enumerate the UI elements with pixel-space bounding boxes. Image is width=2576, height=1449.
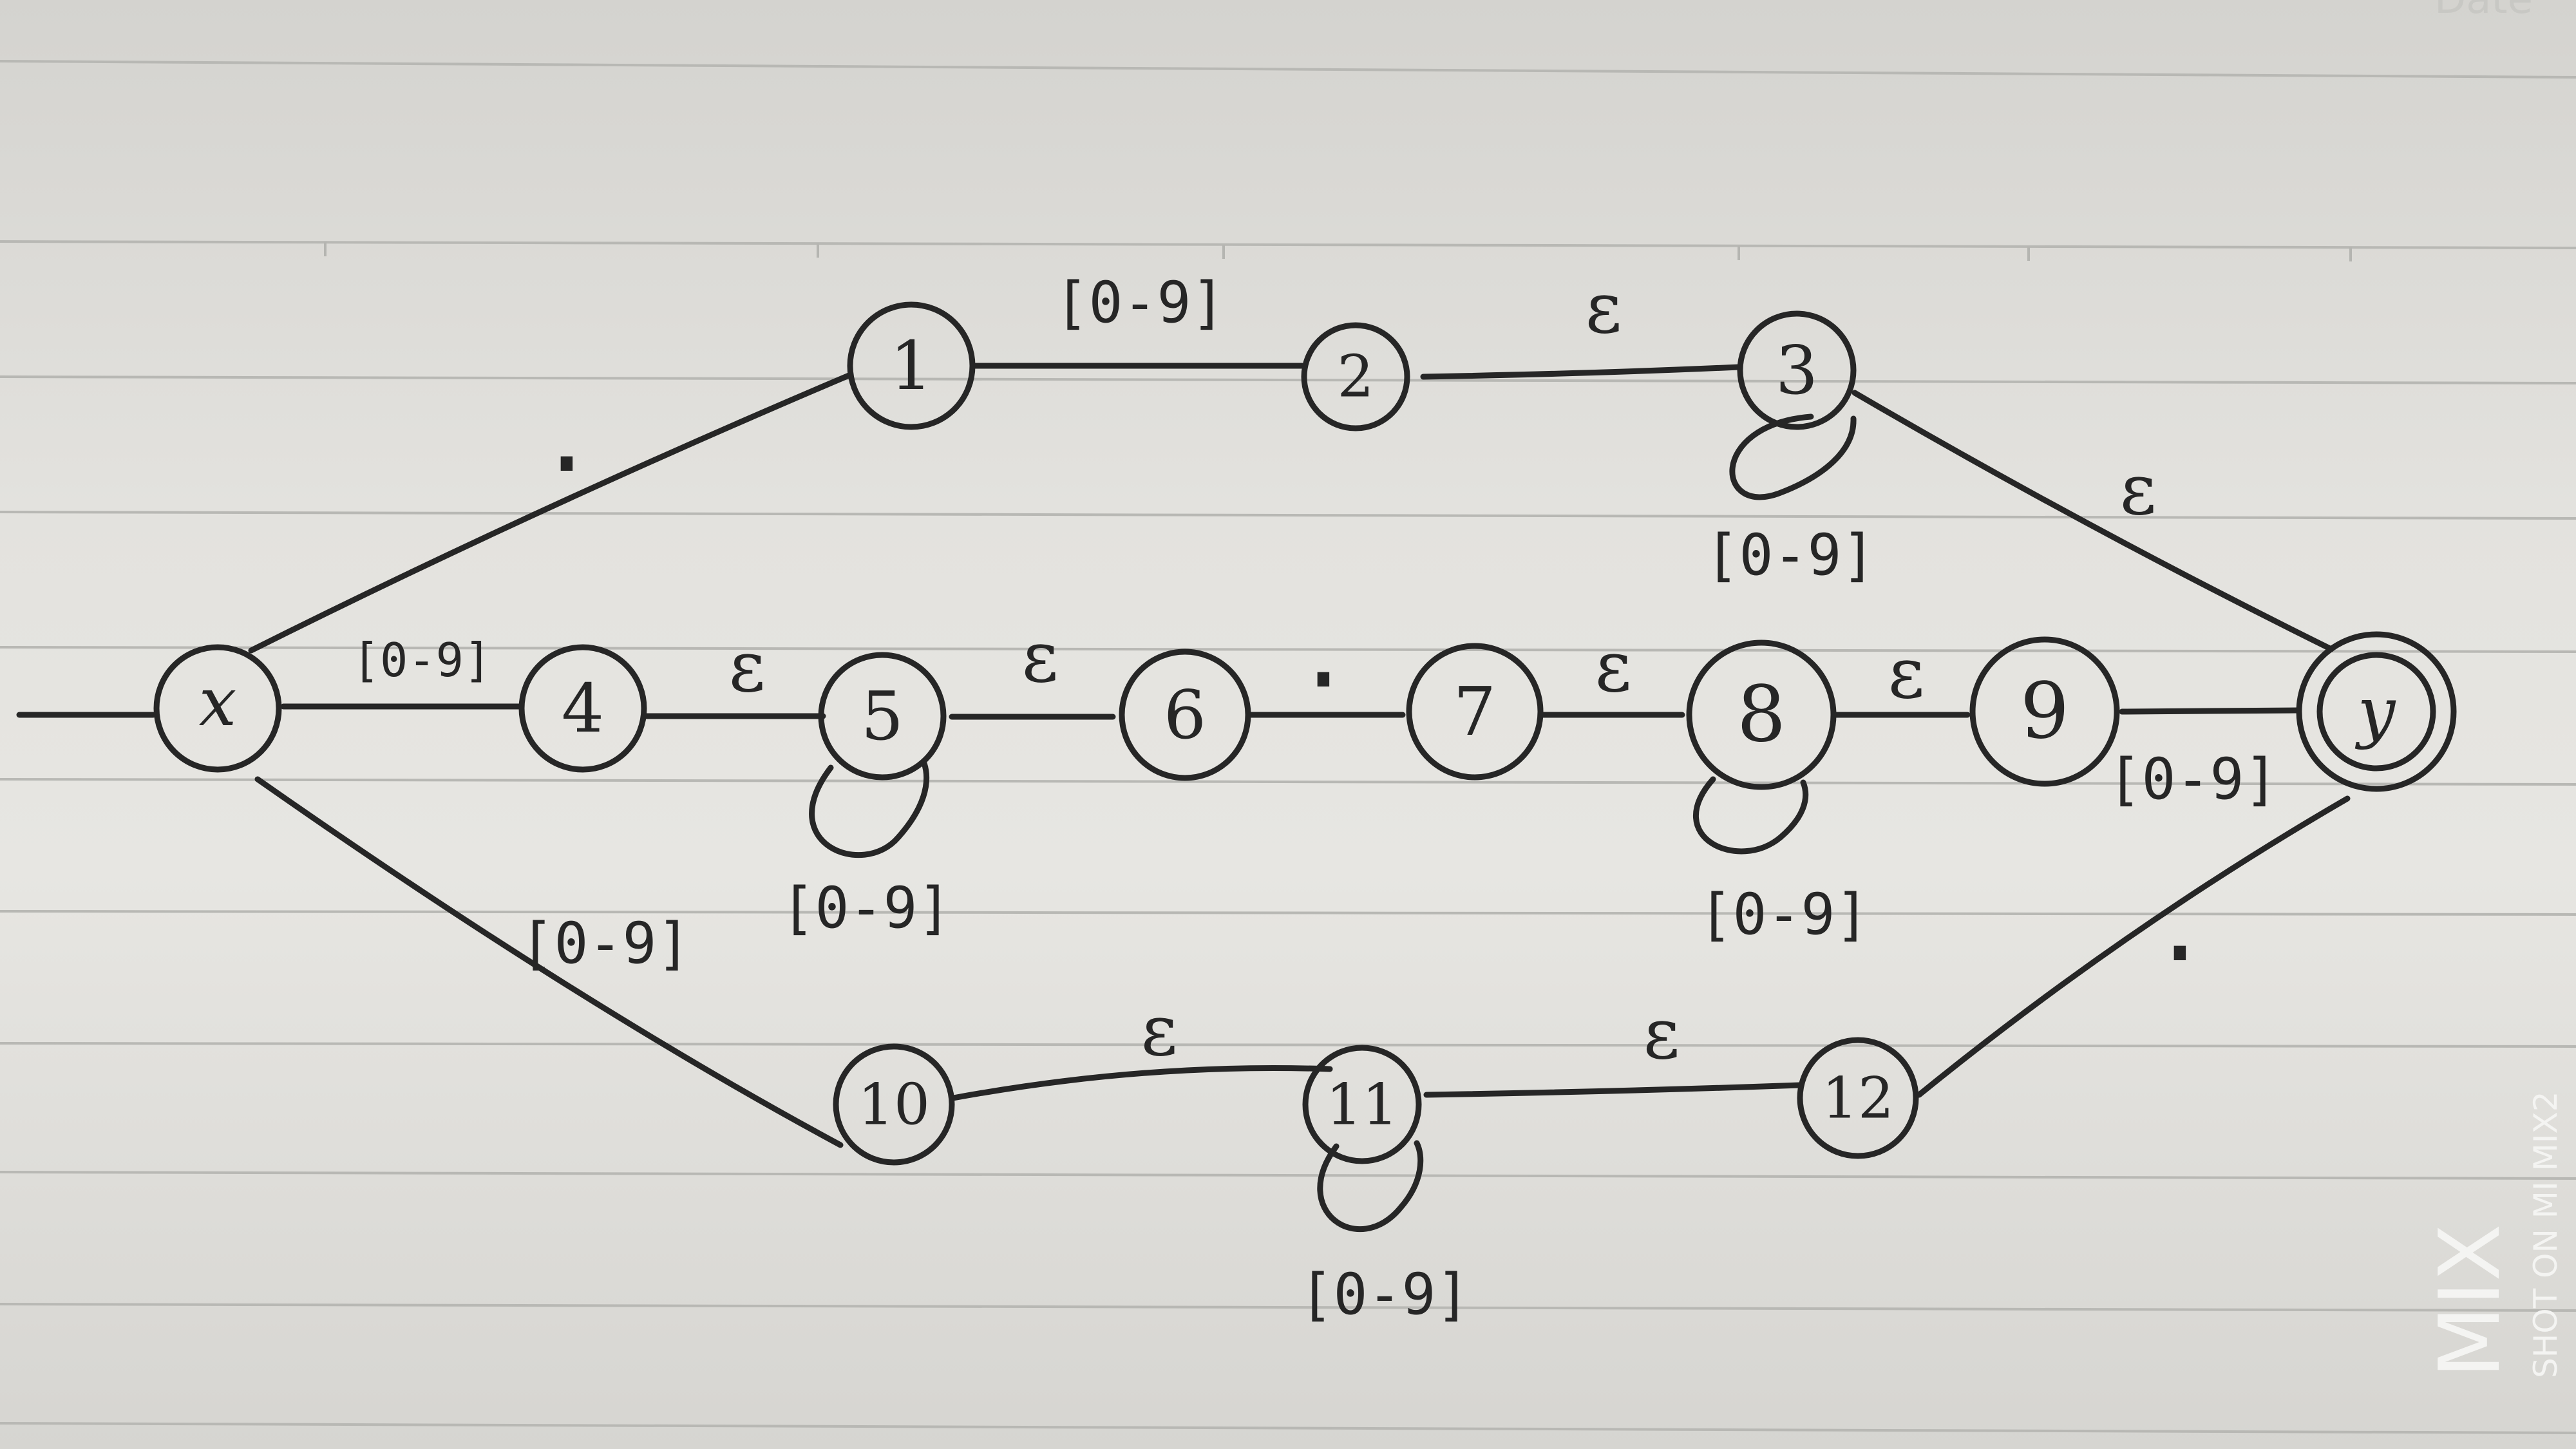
- edge-x-10: [254, 776, 844, 1148]
- state-3-label: 3: [1776, 331, 1818, 410]
- watermark-brand: MIX: [2421, 1224, 2519, 1378]
- label-9-y: [0-9]: [2108, 746, 2278, 813]
- state-1-label: 1: [890, 327, 933, 405]
- edge-2-3: [1420, 364, 1742, 380]
- label-4-5: ε: [729, 625, 766, 708]
- state-1: 1: [847, 301, 976, 430]
- edge-11-12: [1423, 1082, 1803, 1098]
- label-1-2: [0-9]: [1055, 270, 1226, 336]
- state-7-label: 7: [1454, 672, 1496, 751]
- camera-watermark: MIX SHOT ON MI MIX2: [2421, 1091, 2564, 1378]
- state-5-label: 5: [861, 677, 904, 755]
- state-2: 2: [1301, 322, 1410, 431]
- loop-3: [1729, 413, 1857, 500]
- edge-12-y: [1916, 795, 2351, 1098]
- ruled-lines: [0, 60, 2576, 1434]
- date-label: Date: [2434, 0, 2533, 23]
- state-9: 9: [1969, 636, 2120, 787]
- state-4: 4: [518, 644, 647, 773]
- state-10-label: 10: [858, 1072, 930, 1138]
- edge-3-y: [1852, 390, 2334, 652]
- state-11: 11: [1302, 1045, 1422, 1164]
- label-x-4: [0-9]: [352, 633, 492, 687]
- watermark-caption: SHOT ON MI MIX2: [2527, 1091, 2564, 1378]
- state-x-label: x: [199, 663, 237, 741]
- state-y: y: [2296, 631, 2457, 792]
- state-8-label: 8: [1737, 670, 1786, 760]
- edge-x-1: [248, 372, 852, 654]
- label-11-12: ε: [1643, 992, 1680, 1075]
- label-7-8: ε: [1595, 625, 1632, 708]
- state-6-label: 6: [1164, 676, 1206, 754]
- margin-ticks: [324, 242, 2352, 261]
- state-y-label: y: [2355, 672, 2396, 751]
- state-10: 10: [833, 1043, 955, 1166]
- transitions: [248, 363, 2351, 1233]
- edge-9-y: [2119, 707, 2301, 715]
- label-8-9: ε: [1888, 632, 1925, 714]
- state-5: 5: [818, 652, 947, 781]
- states: x 1 2 3 4 5 6 7: [153, 301, 2457, 1166]
- label-5-6: ε: [1022, 616, 1059, 698]
- state-6: 6: [1119, 649, 1251, 781]
- label-x-1: .: [538, 382, 596, 494]
- label-8-8: [0-9]: [1699, 882, 1870, 948]
- state-3: 3: [1737, 310, 1857, 430]
- label-12-y: .: [2151, 871, 2209, 983]
- transition-labels: . [0-9] ε [0-9] ε [0-9] ε [0-9] ε . ε [0…: [352, 267, 2278, 1328]
- edge-10-11: [950, 1065, 1333, 1101]
- state-7: 7: [1406, 643, 1544, 781]
- label-2-3: ε: [1586, 267, 1622, 349]
- label-3-3: [0-9]: [1705, 522, 1876, 589]
- label-x-10: [0-9]: [520, 911, 691, 977]
- loop-11: [1317, 1140, 1424, 1233]
- label-6-7: .: [1294, 598, 1352, 710]
- label-5-5: [0-9]: [781, 875, 952, 942]
- state-12: 12: [1797, 1037, 1919, 1159]
- state-x: x: [153, 644, 282, 773]
- state-8: 8: [1686, 639, 1837, 790]
- state-9-label: 9: [2020, 667, 2069, 757]
- state-12-label: 12: [1822, 1065, 1894, 1132]
- label-3-y: ε: [2120, 448, 2157, 531]
- loop-5: [809, 760, 930, 858]
- state-11-label: 11: [1326, 1072, 1398, 1138]
- state-2-label: 2: [1337, 343, 1374, 411]
- label-10-11: ε: [1141, 989, 1178, 1072]
- state-4-label: 4: [562, 669, 604, 748]
- label-11-11: [0-9]: [1300, 1262, 1470, 1328]
- loop-8: [1693, 776, 1809, 855]
